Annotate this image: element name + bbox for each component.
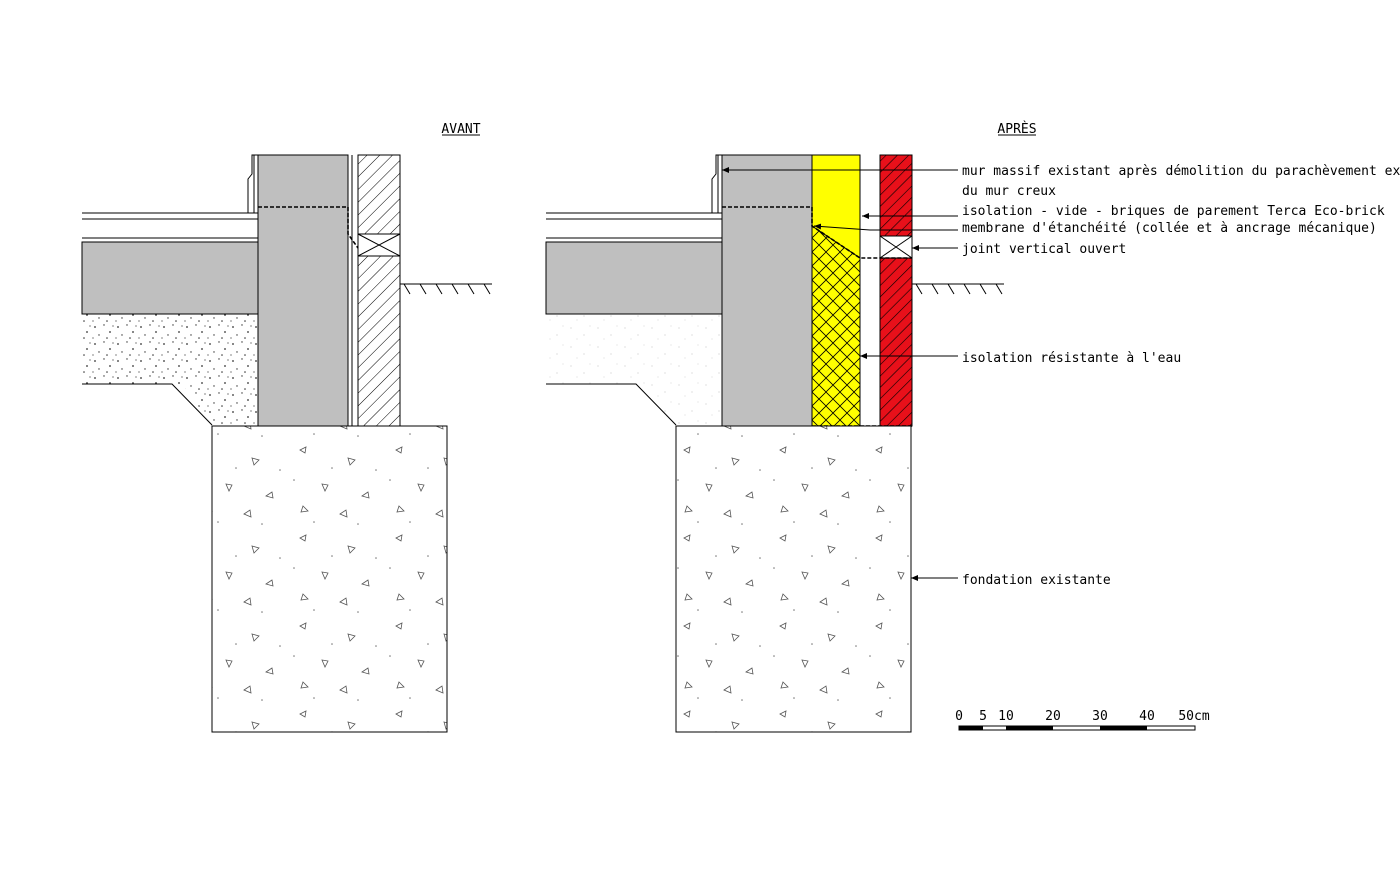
before-section: AVANT: [81, 122, 492, 733]
label-membrane: membrane d'étanchéité (collée et à ancra…: [962, 221, 1377, 236]
floor-slab: [545, 241, 723, 315]
skirting-board: [247, 154, 258, 213]
label-insulation: isolation - vide - briques de parement T…: [962, 204, 1385, 219]
dpc-membrane: [722, 206, 912, 259]
before-title: AVANT: [441, 122, 480, 137]
excavation-line: [546, 383, 677, 426]
facing-brick: [879, 154, 913, 427]
label-wall-line2: du mur creux: [962, 184, 1056, 199]
foundation: [675, 425, 912, 733]
backfill-soil: [546, 314, 722, 425]
label-joint: joint vertical ouvert: [962, 242, 1126, 257]
outer-brick-leaf: [357, 154, 401, 427]
dpc-membrane: [258, 206, 359, 249]
label-wall-line1: mur massif existant après démolition du …: [962, 164, 1400, 179]
floor-slab: [81, 241, 259, 315]
ground-hatch: [403, 283, 491, 295]
scale-tick-label: 10: [998, 709, 1014, 724]
after-section: APRÈS: [545, 121, 1400, 733]
open-joint-cross: [357, 233, 401, 257]
scale-bar-frame: [958, 725, 1196, 731]
scale-segment: [1006, 726, 1053, 730]
scale-tick-label: 50cm: [1178, 709, 1209, 724]
scale-segment: [959, 726, 983, 730]
scale-tick-label: 5: [979, 709, 987, 724]
open-joint-cross: [879, 235, 913, 259]
scale-tick-label: 40: [1139, 709, 1155, 724]
solid-wall: [721, 154, 813, 427]
backfill-soil: [82, 314, 258, 425]
label-foundation: fondation existante: [962, 573, 1111, 588]
solid-wall: [257, 154, 349, 427]
foundation: [211, 425, 448, 733]
excavation-line: [82, 383, 213, 426]
skirting-board: [711, 154, 722, 213]
water-resistant-insulation: [811, 225, 861, 427]
scale-tick-label: 30: [1092, 709, 1108, 724]
after-title: APRÈS: [997, 121, 1036, 137]
ground-hatch: [915, 283, 1003, 295]
leader-membrane: [813, 223, 958, 231]
scale-tick-label: 0: [955, 709, 963, 724]
label-water-insulation: isolation résistante à l'eau: [962, 351, 1181, 366]
scale-segment: [1100, 726, 1147, 730]
scale-bar: 0 5 10 20 30 40 50cm: [955, 709, 1210, 731]
scale-tick-label: 20: [1045, 709, 1061, 724]
